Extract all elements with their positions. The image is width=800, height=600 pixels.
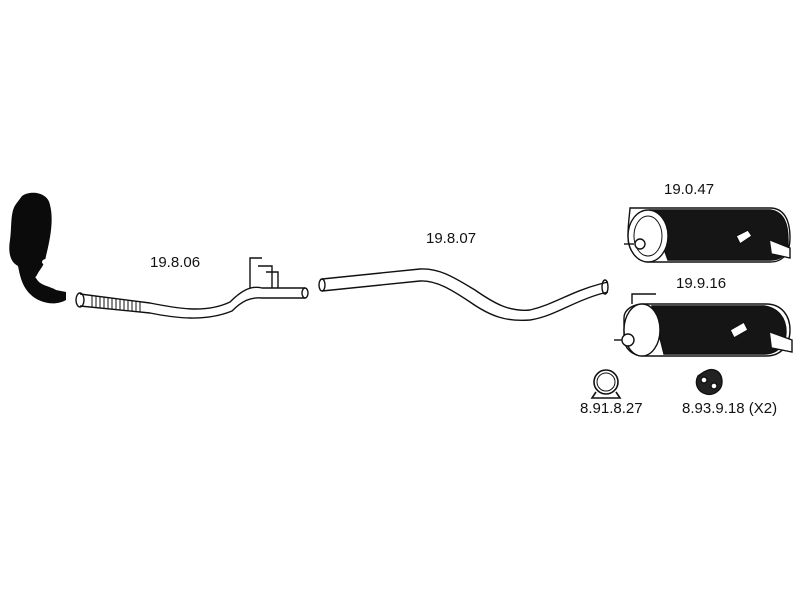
rear-silencer-b-part [614,293,793,357]
center-pipe-label: 19.8.07 [426,230,477,247]
rear-silencer-a-label: 19.0.47 [664,181,715,198]
rear-silencer-a-part [624,207,791,263]
center-pipe-part [318,268,609,322]
rear-silencer-b-label: 19.9.16 [676,275,727,292]
front-pipe-label: 19.8.06 [150,254,201,271]
clamp-part [590,369,622,399]
rubber-mount-label: 8.93.9.18 (X2) [682,400,778,417]
rubber-mount-part [695,368,723,396]
clamp-label: 8.91.8.27 [580,400,643,417]
front-pipe-part [75,257,309,319]
manifold-part [9,192,66,304]
